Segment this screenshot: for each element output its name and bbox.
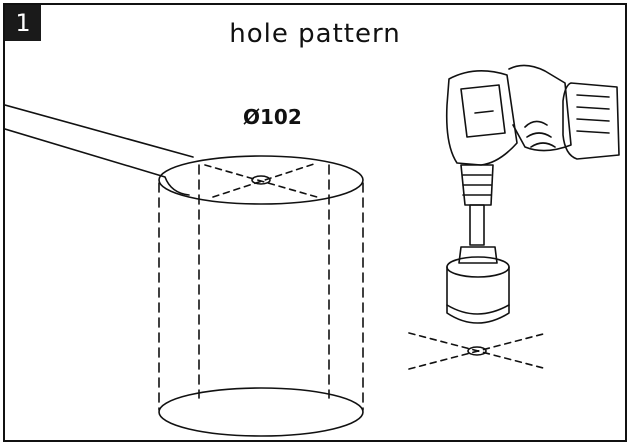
cylinder-outline-icon bbox=[158, 155, 364, 437]
rail-arm-icon bbox=[5, 104, 194, 196]
target-hole-icon bbox=[467, 346, 487, 356]
step-number-badge: 1 bbox=[5, 5, 41, 41]
instruction-panel: 1 hole pattern Ø102 bbox=[3, 3, 627, 442]
cordless-drill-icon bbox=[445, 64, 620, 324]
diameter-label: Ø102 bbox=[243, 105, 302, 129]
center-hole-icon bbox=[251, 175, 271, 185]
assembly-illustration bbox=[5, 64, 620, 437]
step-title: hole pattern bbox=[229, 19, 401, 49]
target-mark-icon bbox=[408, 332, 548, 370]
